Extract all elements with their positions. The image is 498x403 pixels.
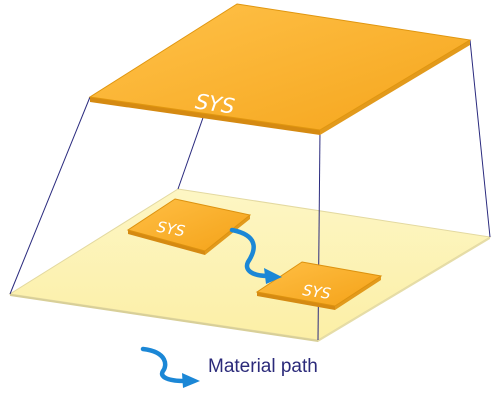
sub-system-2-box (255, 261, 383, 307)
sub-system-1-side (205, 215, 250, 255)
bottom-plane (8, 188, 492, 341)
legend-material-path-icon (140, 346, 200, 388)
legend-material-path-label: Material path (208, 356, 318, 377)
top-system-plane-side (320, 40, 470, 135)
bottom-plane-edge-right (318, 237, 490, 342)
connector-line-left (9, 96, 91, 295)
top-system-plane (88, 3, 472, 131)
sub-system-2-side (335, 276, 381, 310)
sub-system-1-label: SYS (155, 218, 186, 241)
bottom-plane-edge (10, 294, 318, 342)
connector-line-right (469, 39, 491, 238)
top-system-label: SYS (194, 89, 236, 118)
connector-line-mid (177, 111, 206, 190)
sub-system-2-label: SYS (301, 281, 332, 303)
top-system-plane-shadow (90, 97, 320, 135)
sub-system-1-shadow (128, 230, 205, 255)
material-path-arrow (229, 227, 282, 284)
sub-system-2-shadow (257, 292, 335, 310)
sub-system-1-box (126, 198, 252, 252)
